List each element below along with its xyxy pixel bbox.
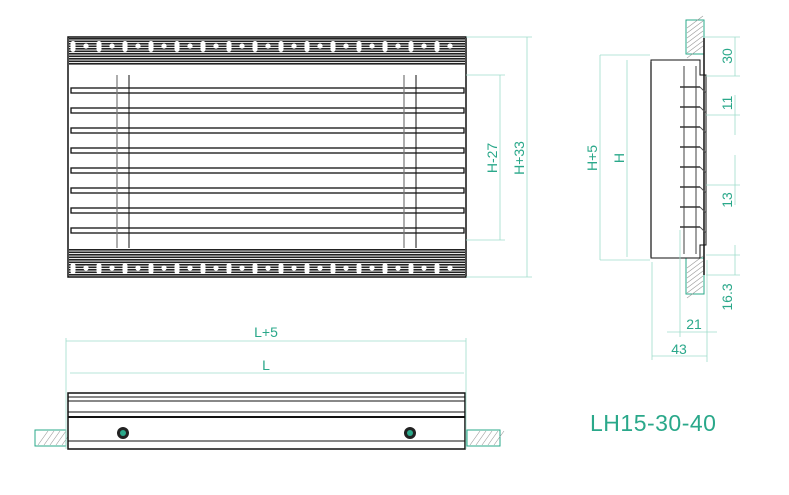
slat: [70, 107, 465, 114]
side-view: [650, 15, 707, 299]
dim-label: H-27: [484, 143, 500, 174]
dim-outer-height: H+33: [466, 36, 532, 278]
dim-label: 30: [719, 48, 735, 64]
model-code: LH15-30-40: [590, 410, 717, 436]
slat: [70, 147, 465, 154]
dim-label: H: [611, 153, 627, 163]
bottom-view: [34, 392, 505, 450]
slat: [70, 227, 465, 234]
dim-label: H+33: [511, 141, 527, 175]
dim-label: H+5: [584, 145, 600, 171]
dim-label: L+5: [254, 324, 278, 340]
top-flange: [69, 38, 465, 65]
slat: [70, 167, 465, 174]
side-dims: H+5 H 30 11 13 16.3 21 43: [584, 36, 740, 362]
dim-label: 13: [719, 192, 735, 208]
slat: [70, 187, 465, 194]
slat: [70, 207, 465, 214]
dim-inner-height: H-27: [466, 74, 505, 241]
grille-frame: [67, 36, 467, 278]
dim-label: 43: [671, 341, 687, 357]
dim-label: L: [262, 357, 270, 373]
screw: [404, 427, 416, 439]
dim-label: 11: [719, 96, 735, 111]
bottom-flange: [69, 249, 465, 276]
dim-label: 21: [686, 316, 702, 332]
front-view: [67, 36, 467, 278]
slat: [70, 87, 465, 94]
slats: [70, 87, 465, 234]
dim-label: 16.3: [719, 283, 735, 310]
screw: [117, 427, 129, 439]
bottom-dims: L+5 L: [65, 324, 467, 449]
slat: [70, 127, 465, 134]
